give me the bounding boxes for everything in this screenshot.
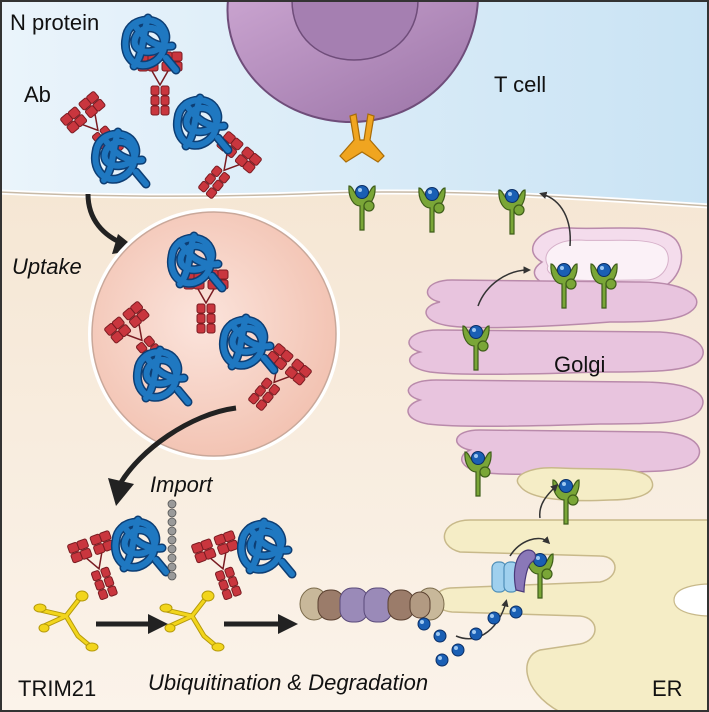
proteasome-icon (299, 587, 445, 623)
import-arrowhead (108, 478, 134, 506)
t-cell (226, 0, 480, 124)
peptide-icon (509, 605, 523, 619)
endosome-vesicle (88, 208, 340, 460)
tcr-icon (339, 113, 385, 163)
peptide-icon (487, 611, 501, 625)
tap-transporter-icon (491, 549, 537, 593)
peptide-icon (469, 627, 483, 641)
label-ab: Ab (24, 82, 51, 107)
label-uptake: Uptake (12, 254, 82, 279)
import-arrow (117, 405, 237, 486)
label-er: ER (652, 676, 683, 701)
ubiquitination-arrowhead (148, 614, 168, 634)
degradation-arrowhead (278, 614, 298, 634)
peptide-icon (417, 617, 431, 631)
label-ubiquitination-degradation: Ubiquitination & Degradation (148, 670, 428, 695)
peptide-icon (435, 653, 449, 667)
label-t-cell: T cell (494, 72, 546, 97)
peptide-icon (451, 643, 465, 657)
label-import: Import (150, 472, 213, 497)
label-n-protein: N protein (10, 10, 99, 35)
label-golgi: Golgi (554, 352, 605, 377)
ubiquitin-chain-icon (167, 499, 177, 581)
peptide-icon (433, 629, 447, 643)
transport-arrows (455, 191, 571, 640)
label-trim21: TRIM21 (18, 676, 96, 701)
